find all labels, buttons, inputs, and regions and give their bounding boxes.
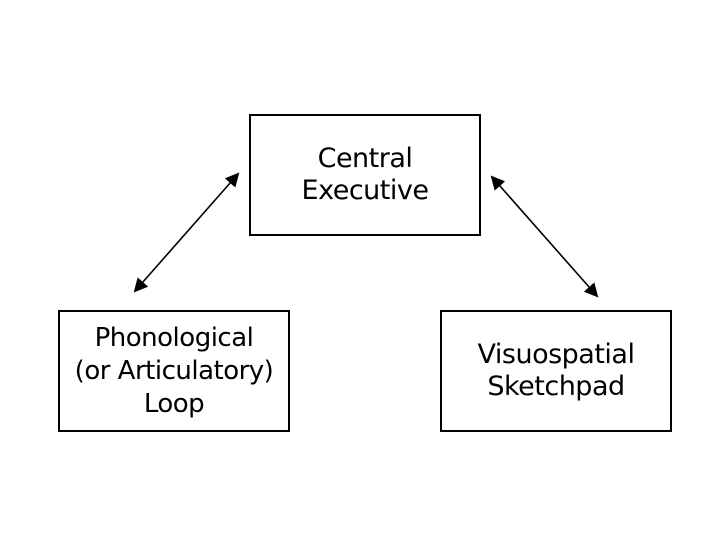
central-executive-line: Central — [317, 143, 413, 174]
arrow-central-to-loop — [133, 172, 240, 293]
phonological-loop-label: Phonological (or Articulatory) Loop — [75, 322, 274, 421]
phonological-loop-line: Phonological — [94, 322, 254, 353]
arrow-central-to-sketchpad — [490, 175, 599, 298]
visuospatial-sketchpad-box: Visuospatial Sketchpad — [440, 310, 672, 432]
visuospatial-sketchpad-label: Visuospatial Sketchpad — [478, 339, 635, 403]
phonological-loop-box: Phonological (or Articulatory) Loop — [58, 310, 290, 432]
visuospatial-sketchpad-line: Visuospatial — [477, 339, 635, 370]
central-executive-line: Executive — [301, 175, 429, 206]
visuospatial-sketchpad-line: Sketchpad — [487, 371, 625, 402]
phonological-loop-line: Loop — [143, 388, 205, 419]
central-executive-label: Central Executive — [302, 143, 429, 207]
central-executive-box: Central Executive — [249, 114, 481, 236]
phonological-loop-line: (or Articulatory) — [74, 355, 274, 386]
